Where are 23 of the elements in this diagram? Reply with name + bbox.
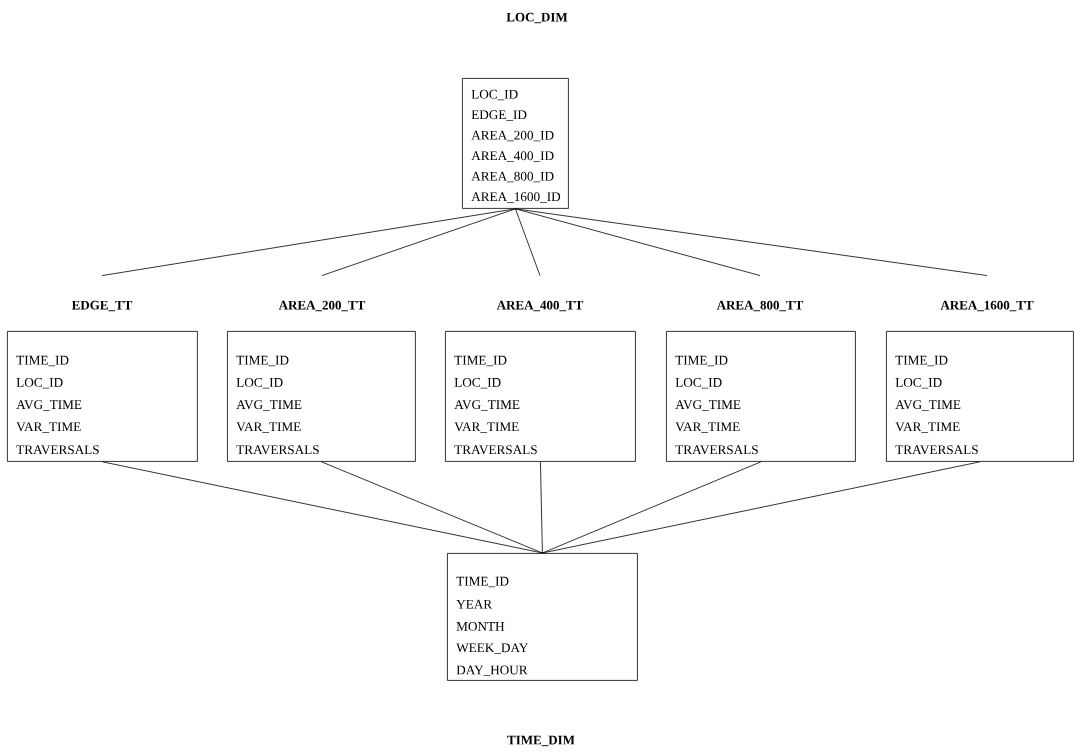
connector-line xyxy=(542,461,981,554)
table-box: LOC_DIM LOC_ID EDGE_ID AREA_200_ID AREA_400_ID AREA_800_ID AREA_1600_ID xyxy=(462,12,569,209)
table-box: EDGE_TT TIME_ID LOC_ID AVG_TIME VAR_TIME TRAVERSALS xyxy=(7,300,198,462)
table-box: TIME_ID YEAR MONTH WEEK_DAY DAY_HOUR TIME_DIM xyxy=(447,553,638,747)
connector-line xyxy=(101,208,516,276)
node-label: AREA_800_TT xyxy=(716,300,804,312)
node-label: AREA_400_TT xyxy=(496,300,584,312)
table-box: AREA_400_TT TIME_ID LOC_ID AVG_TIME VAR_TIME TRAVERSALS xyxy=(445,300,636,462)
table-box: AREA_200_TT TIME_ID LOC_ID AVG_TIME VAR_TIME TRAVERSALS xyxy=(227,300,416,462)
connector-line xyxy=(515,208,541,276)
node-label: TIME_DIM xyxy=(507,735,575,747)
connector-line xyxy=(515,208,988,276)
connector-line xyxy=(540,461,543,554)
connector-line xyxy=(542,461,762,554)
connector-line xyxy=(321,461,543,554)
node-label: AREA_1600_TT xyxy=(940,300,1034,312)
connector-line xyxy=(102,461,543,554)
node-label: LOC_DIM xyxy=(506,12,568,24)
table-box: AREA_800_TT TIME_ID LOC_ID AVG_TIME VAR_TIME TRAVERSALS xyxy=(666,300,856,462)
table-box: AREA_1600_TT TIME_ID LOC_ID AVG_TIME VAR_TIME TRAVERSALS xyxy=(886,300,1074,462)
connector-line xyxy=(321,208,516,276)
node-label: EDGE_TT xyxy=(71,300,133,312)
node-label: AREA_200_TT xyxy=(278,300,366,312)
